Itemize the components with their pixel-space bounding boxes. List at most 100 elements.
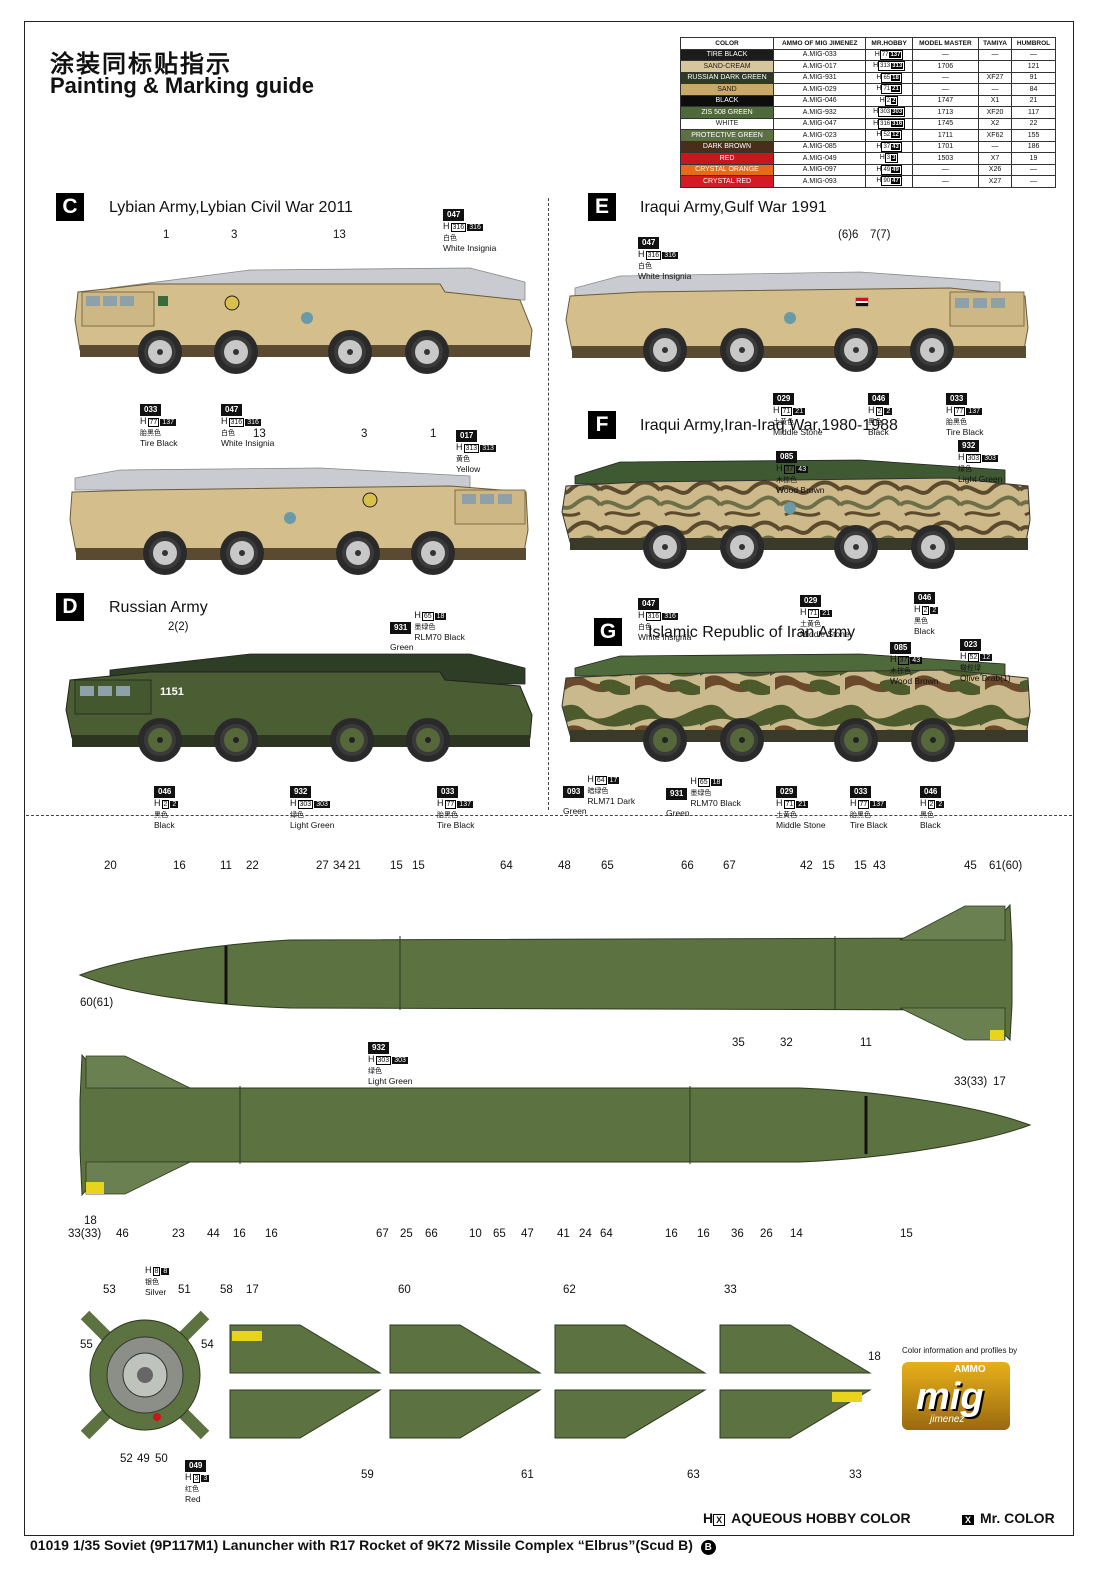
part-number: 1 — [430, 428, 437, 440]
vehicle-d-russian: 1151 — [65, 653, 533, 762]
h-number: 303 — [375, 1056, 392, 1065]
mm-cell: — — [911, 163, 979, 176]
section-c-title: Lybian Army,Lybian Civil War 2011 — [109, 199, 353, 216]
part-number: 33 — [724, 1284, 737, 1296]
mr-number: 137 — [870, 801, 886, 808]
tamiya-cell: X26 — [977, 163, 1013, 176]
h-number: 2 — [875, 407, 884, 416]
h-number: 65 — [697, 778, 710, 787]
h-number: 316 — [228, 418, 245, 427]
callout-english: Light Green — [290, 820, 335, 830]
section-f-letter: F — [588, 411, 616, 439]
callout-chinese: 绿色 — [958, 465, 972, 473]
part-number: 35 — [732, 1037, 745, 1049]
callout-english: Tire Black — [946, 427, 984, 437]
color-name-cell: TIRE BLACK — [680, 48, 774, 61]
logo-sub: jimenez — [930, 1414, 965, 1425]
callout-chinese: 木棕色 — [890, 667, 911, 675]
mr-code: 21 — [891, 86, 900, 93]
color-name-cell: ZIS 508 GREEN — [680, 106, 774, 119]
header-cell: COLOR — [680, 37, 774, 50]
section-d-title: Russian Army — [109, 599, 208, 616]
h-number: 303 — [297, 800, 314, 809]
part-number: 1 — [163, 229, 170, 241]
mr-code: 49 — [891, 166, 900, 173]
part-number: 11 — [860, 1037, 872, 1049]
header-cell: TAMIYA — [977, 37, 1013, 50]
part-number: 18 — [868, 1351, 881, 1363]
mr-number: 43 — [796, 466, 809, 473]
part-number: 33(33) — [954, 1076, 988, 1088]
title-chinese: 涂装同标贴指示 — [50, 50, 232, 78]
mr-code: 43 — [891, 143, 900, 150]
ammo-cell: A.MIG-033 — [772, 48, 867, 61]
callout-chinese: 土黄色 — [773, 418, 794, 426]
part-number: 61(60) — [989, 860, 1023, 872]
callout-code: 931 — [390, 622, 412, 634]
color-name-cell: RED — [680, 152, 774, 165]
mr-number: 2 — [170, 801, 179, 808]
part-number: 51 — [178, 1284, 191, 1296]
callout-code: 047 — [638, 598, 660, 610]
part-number: 61 — [521, 1469, 534, 1481]
tamiya-cell: — — [977, 140, 1013, 153]
part-number: 42 — [800, 860, 813, 872]
mr-number: 43 — [910, 657, 923, 664]
color-name-cell: WHITE — [680, 117, 774, 130]
color-name-cell: CRYSTAL RED — [680, 175, 774, 188]
section-divider-vertical — [548, 198, 549, 810]
part-number: 18 — [84, 1215, 97, 1227]
h-number: 65 — [421, 612, 434, 621]
h-number: 77 — [953, 407, 966, 416]
callout-chinese: 墨绿色 — [690, 789, 712, 797]
mr-number: 21 — [820, 610, 833, 617]
footer-badge: B — [700, 1540, 716, 1555]
legend-h-symbol: H — [703, 1510, 714, 1526]
part-number: 15 — [822, 860, 835, 872]
callout-code: 093 — [563, 786, 585, 798]
callout-english: RLM71 Dark Green — [563, 796, 636, 816]
mr-number: 2 — [936, 801, 945, 808]
h-code: 3 — [886, 155, 891, 162]
part-number: 34 — [333, 860, 346, 872]
vehicle-number: 1151 — [160, 686, 184, 698]
mr-number: 18 — [710, 779, 723, 786]
callout-code: 033 — [140, 404, 162, 416]
part-number: 62 — [563, 1284, 576, 1296]
mr-number: 303 — [314, 801, 330, 808]
callout-code: 017 — [456, 430, 478, 442]
h-number: 316 — [645, 612, 662, 621]
part-number: 22 — [246, 860, 259, 872]
section-divider-horizontal — [26, 815, 1072, 816]
callout-english: Middle Stone — [776, 820, 826, 830]
mr-code: 316 — [891, 120, 904, 127]
mr-number: 137 — [966, 408, 982, 415]
callout-chinese: 红色 — [185, 1485, 199, 1493]
callout-code: 931 — [666, 788, 688, 800]
callout-chinese: 黑色 — [154, 811, 168, 819]
legend-aqueous-text: AQUEOUS HOBBY COLOR — [731, 1510, 911, 1526]
color-name-cell: DARK BROWN — [680, 140, 774, 153]
callout-english: RLM70 Black Green — [666, 798, 741, 818]
